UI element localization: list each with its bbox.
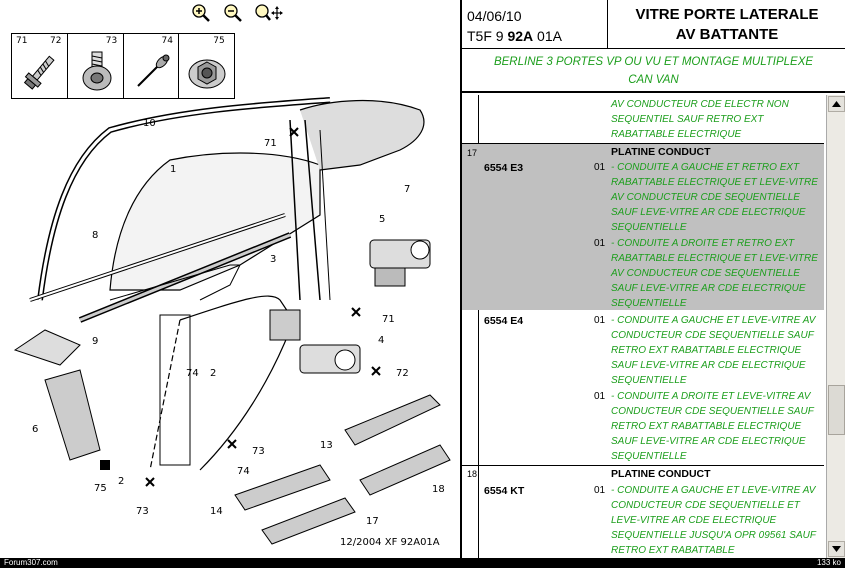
fastener-thumbnails: 71 72 73 74 75 <box>11 33 235 99</box>
subtitle-line-2: CAN VAN <box>628 74 679 86</box>
thumb-bolt-73[interactable]: 73 <box>68 34 124 98</box>
thumb-clip-74[interactable]: 74 <box>124 34 180 98</box>
callout-14: 14 <box>210 506 223 517</box>
quantity: 01 <box>594 391 606 402</box>
callout-75: 75 <box>94 483 107 494</box>
callout-73b: 73 <box>136 506 149 517</box>
status-bar: Forum307.com 133 ko <box>0 558 845 568</box>
part-ref[interactable]: 6554 E3 <box>484 162 524 174</box>
status-size: 133 ko <box>816 558 841 567</box>
quantity: 01 <box>594 315 606 326</box>
row-number: 17 <box>467 148 478 158</box>
bolt-icon <box>82 51 112 91</box>
header-codes: 04/06/10 T5F 9 92A 01A <box>467 6 607 46</box>
highlight-e3[interactable] <box>462 144 824 310</box>
motor-5 <box>369 239 431 287</box>
callout-5: 5 <box>379 214 385 225</box>
callout-8: 8 <box>92 230 98 241</box>
header-code: T5F 9 92A 01A <box>467 26 607 46</box>
thumb-label: 71 <box>16 36 28 46</box>
code-prefix: T5F 9 <box>467 28 508 44</box>
callout-9: 9 <box>92 336 98 347</box>
row-number: 18 <box>467 469 478 479</box>
quantity: 01 <box>594 162 606 173</box>
exploded-door-diagram: 10 1 8 9 71 7 5 3 71 4 72 74 2 6 75 2 73… <box>13 97 451 545</box>
screw-icon <box>23 55 55 90</box>
callout-18: 18 <box>432 484 445 495</box>
continued-description: AV CONDUCTEUR CDE ELECTR NON SEQUENTIEL … <box>611 99 789 140</box>
thumb-label: 72 <box>50 36 62 46</box>
title-line-2: AV BATTANTE <box>675 26 779 43</box>
header-date: 04/06/10 <box>467 8 522 24</box>
parts-list: AV CONDUCTEUR CDE ELECTR NON SEQUENTIEL … <box>462 95 824 558</box>
callout-71a: 71 <box>264 138 277 149</box>
callout-17: 17 <box>366 516 379 527</box>
regulator-motor-4 <box>269 309 361 374</box>
zoom-pan-icon[interactable] <box>254 3 284 23</box>
part-ref[interactable]: 6554 KT <box>484 485 525 497</box>
zoom-in-icon[interactable] <box>190 3 212 23</box>
scrollbar-thumb[interactable] <box>828 385 845 435</box>
callout-74a: 74 <box>186 368 199 379</box>
status-site: Forum307.com <box>4 558 58 567</box>
vertical-scrollbar[interactable] <box>826 95 845 558</box>
part-description: - CONDUITE A DROITE ET RETRO EXT RABATTA… <box>611 238 818 309</box>
code-suffix: 01A <box>533 28 562 44</box>
header-divider <box>607 0 608 48</box>
callout-72: 72 <box>396 368 409 379</box>
scroll-up-icon[interactable] <box>828 96 845 112</box>
thumb-label: 74 <box>161 36 173 46</box>
row-separator <box>462 465 824 466</box>
zoom-toolbar <box>190 2 284 24</box>
part-name: PLATINE CONDUCT <box>611 146 711 158</box>
callout-1: 1 <box>170 164 176 175</box>
part-description: - CONDUITE A GAUCHE ET LEVE-VITRE AV CON… <box>611 315 816 386</box>
bracket-6 <box>13 329 110 470</box>
diagram-reference: 12/2004 XF 92A01A <box>340 537 440 548</box>
callout-74b: 74 <box>237 466 250 477</box>
callout-6: 6 <box>32 424 38 435</box>
thumb-screw-71-72[interactable]: 71 72 <box>12 34 68 98</box>
callout-4: 4 <box>378 335 384 346</box>
diagram-pane: 71 72 73 74 75 <box>11 2 451 548</box>
callout-7: 7 <box>404 184 410 195</box>
callout-2b: 2 <box>118 476 124 487</box>
part-description: - CONDUITE A GAUCHE ET RETRO EXT RABATTA… <box>611 162 818 233</box>
callout-10: 10 <box>143 118 156 129</box>
subtitle-line-1: BERLINE 3 PORTES VP OU VU ET MONTAGE MUL… <box>493 56 814 68</box>
part-ref[interactable]: 6554 E4 <box>484 315 524 327</box>
code-bold: 92A <box>507 28 534 44</box>
quantity: 01 <box>594 485 606 496</box>
callout-71b: 71 <box>382 314 395 325</box>
switch-panels <box>234 394 451 545</box>
parts-pane: 04/06/10 T5F 9 92A 01A VITRE PORTE LATER… <box>460 0 845 558</box>
callout-3: 3 <box>270 254 276 265</box>
thumb-nut-75[interactable]: 75 <box>179 34 234 98</box>
quantity: 01 <box>594 238 606 249</box>
zoom-out-icon[interactable] <box>222 3 244 23</box>
callout-73a: 73 <box>252 446 265 457</box>
col-divider <box>478 95 479 558</box>
row-separator <box>462 143 824 144</box>
scroll-down-icon[interactable] <box>828 541 845 557</box>
callout-13: 13 <box>320 440 333 451</box>
nut-icon <box>188 59 226 89</box>
callout-2a: 2 <box>210 368 216 379</box>
title-line-1: VITRE PORTE LATERALE <box>635 6 819 23</box>
part-name: PLATINE CONDUCT <box>611 468 711 480</box>
page-title: VITRE PORTE LATERALE AV BATTANTE <box>609 5 845 45</box>
thumb-label: 73 <box>105 36 118 46</box>
thumb-label: 75 <box>213 36 225 46</box>
model-subtitle: BERLINE 3 PORTES VP OU VU ET MONTAGE MUL… <box>462 49 845 93</box>
clip-icon <box>136 54 169 87</box>
header: 04/06/10 T5F 9 92A 01A VITRE PORTE LATER… <box>462 0 845 49</box>
part-description: - CONDUITE A GAUCHE ET LEVE-VITRE AV CON… <box>611 485 816 556</box>
part-description: - CONDUITE A DROITE ET LEVE-VITRE AV CON… <box>611 391 814 462</box>
